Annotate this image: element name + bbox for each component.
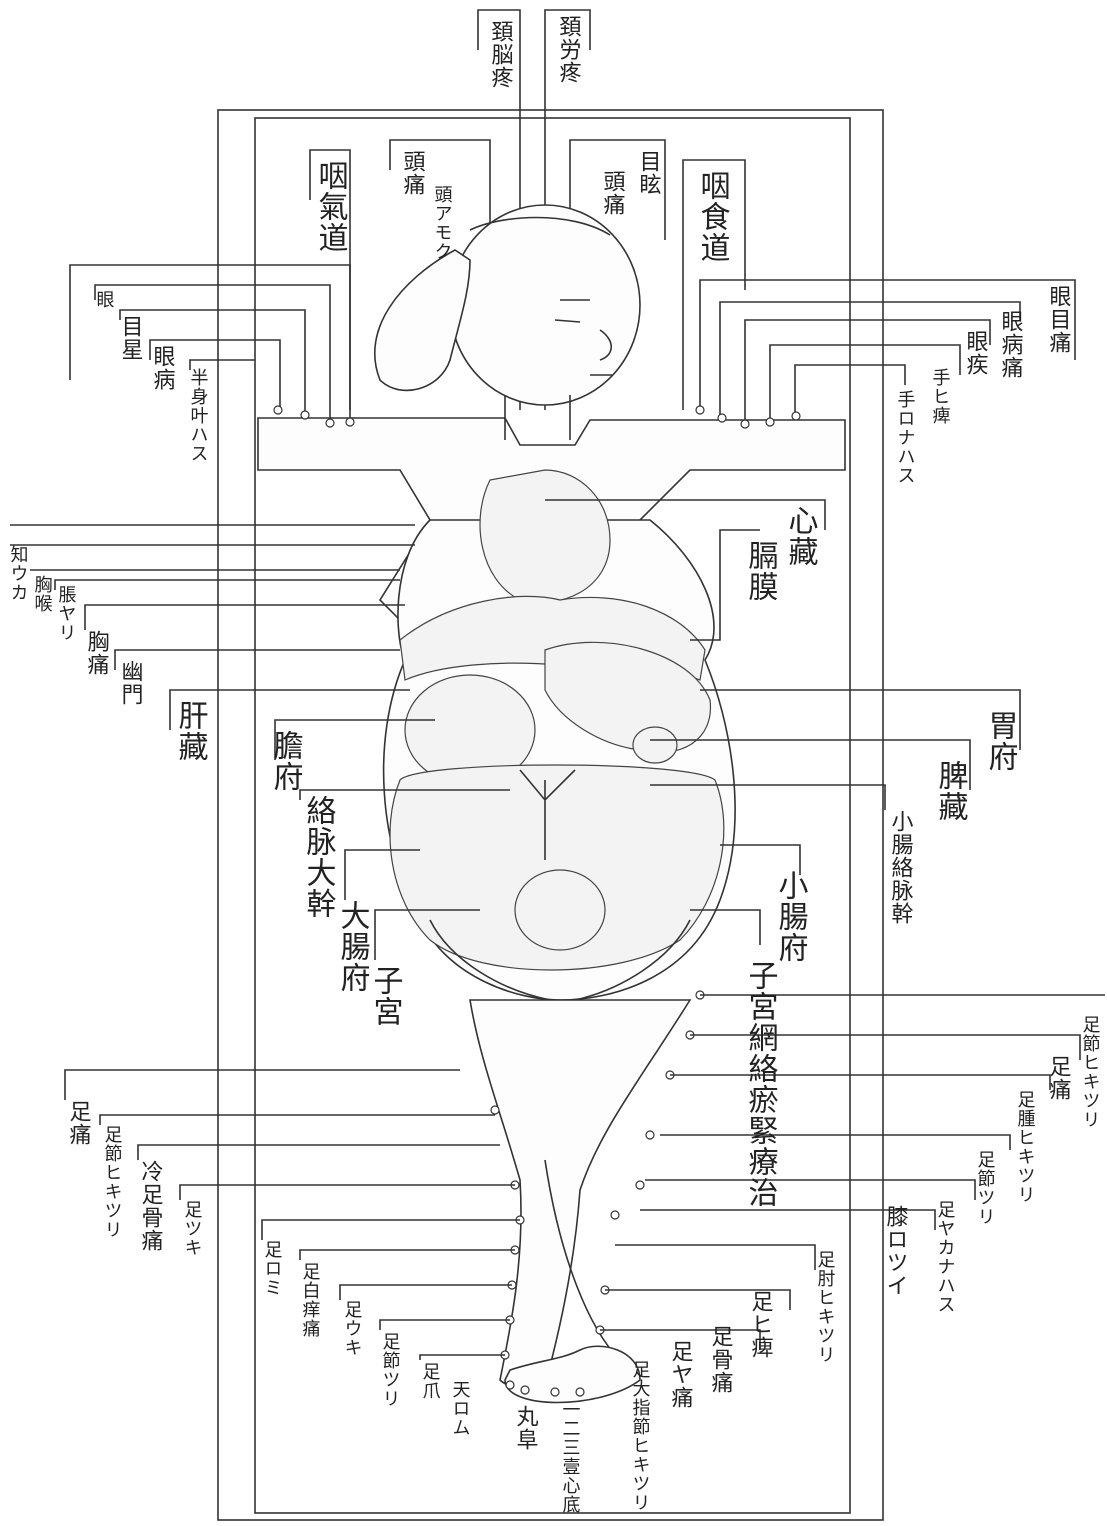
heart-lungs: [480, 470, 610, 603]
label-vessel-main: 絡脉大幹: [301, 795, 337, 919]
label-head-pain: 頭痛: [400, 150, 426, 196]
label-diaphragm: 膈膜: [743, 540, 779, 602]
label-chest-l3: 脹ヤリ: [56, 585, 77, 642]
label-foot-pain-l: 足痛: [66, 1100, 92, 1146]
label-foot-joint-r2: 足節ツリ: [975, 1150, 996, 1226]
label-foot-swell-r: 足腫ヒキツリ: [1015, 1090, 1036, 1204]
label-large-int: 大腸府: [335, 900, 371, 993]
label-foot-weak-r: 足ヤカナハス: [935, 1200, 956, 1314]
label-chest-l1: 知ウカ: [8, 545, 29, 602]
label-foot-joint-r: 足節ヒキツリ: [1080, 1015, 1101, 1129]
label-cold-foot-bone: 冷足骨痛: [138, 1160, 164, 1252]
label-foot-pain-r: 足痛: [1046, 1055, 1072, 1101]
label-big-toe: 足大指節ヒキツリ: [630, 1360, 651, 1512]
label-foot-joint-l: 足節ヒキツリ: [102, 1125, 123, 1239]
label-foot-nail: 足爪: [420, 1362, 441, 1400]
label-foot-joint-l2: 足節ツリ: [380, 1332, 401, 1408]
label-neck-left: 頚脳疼: [488, 20, 514, 89]
label-gallbladder: 膽府: [268, 730, 304, 792]
label-uterus-treat: 子宮網絡瘀緊療治: [743, 960, 779, 1208]
label-gate: 幽門: [118, 660, 143, 706]
label-foot-cramp: 足ツキ: [182, 1200, 203, 1257]
label-small-int: 小腸府: [773, 870, 809, 963]
label-nine-l: 丸阜: [513, 1405, 539, 1451]
label-hand-no-lift: 手ロナハス: [895, 390, 916, 485]
label-eye-top-l: 眼: [94, 290, 115, 309]
label-knee-r: 膝ロツイ: [883, 1205, 909, 1297]
label-foot-bone-r: 足骨痛: [708, 1325, 734, 1394]
label-three-points: 一二三壹心底: [560, 1400, 581, 1514]
bladder: [515, 870, 605, 950]
label-eye-pain-r: 眼目痛: [1046, 285, 1072, 354]
label-foot-l6: 足白痒痛: [300, 1262, 321, 1338]
label-toe-l: 天ロム: [450, 1380, 471, 1437]
label-food-pipe: 咽食道: [695, 170, 730, 263]
label-foot-l5: 足ロミ: [262, 1240, 283, 1297]
label-eye-dizzy: 目眩: [636, 150, 661, 196]
label-spleen: 脾藏: [933, 760, 969, 822]
label-chest-pain: 胸痛: [84, 630, 110, 676]
label-hand-numb: 手ヒ痺: [930, 368, 951, 425]
label-head-mid: 頭アモク: [432, 185, 453, 261]
spleen-shape: [633, 727, 677, 763]
label-elbow-r: 足肘ヒキツリ: [815, 1250, 836, 1364]
label-eye-disease: 眼病: [150, 345, 176, 391]
label-eye-illness-r: 眼疾: [963, 330, 989, 376]
label-foot-pain-r2: 足ヤ痛: [668, 1340, 694, 1409]
label-small-int-vessels: 小腸絡脉幹: [888, 810, 914, 925]
label-chest-l2: 胸喉: [32, 575, 53, 613]
label-neck-right: 頚労疼: [556, 15, 582, 84]
label-eye-disease-r: 眼病痛: [998, 310, 1024, 379]
label-foot-numb-r: 足ヒ痺: [748, 1290, 774, 1359]
label-liver: 肝藏: [173, 700, 208, 762]
label-heart: 心藏: [783, 505, 818, 567]
label-stomach: 胃府: [983, 710, 1018, 772]
hair-bun: [375, 250, 470, 390]
label-throat-qi: 咽氣道: [313, 160, 348, 253]
label-foot-l7: 足ウキ: [342, 1300, 363, 1357]
label-head-pain2: 頭痛: [600, 170, 626, 216]
label-uterus: 子宮: [368, 965, 403, 1027]
label-eye-star: 目星: [118, 315, 143, 361]
label-half-body: 半身叶ハス: [188, 368, 209, 463]
